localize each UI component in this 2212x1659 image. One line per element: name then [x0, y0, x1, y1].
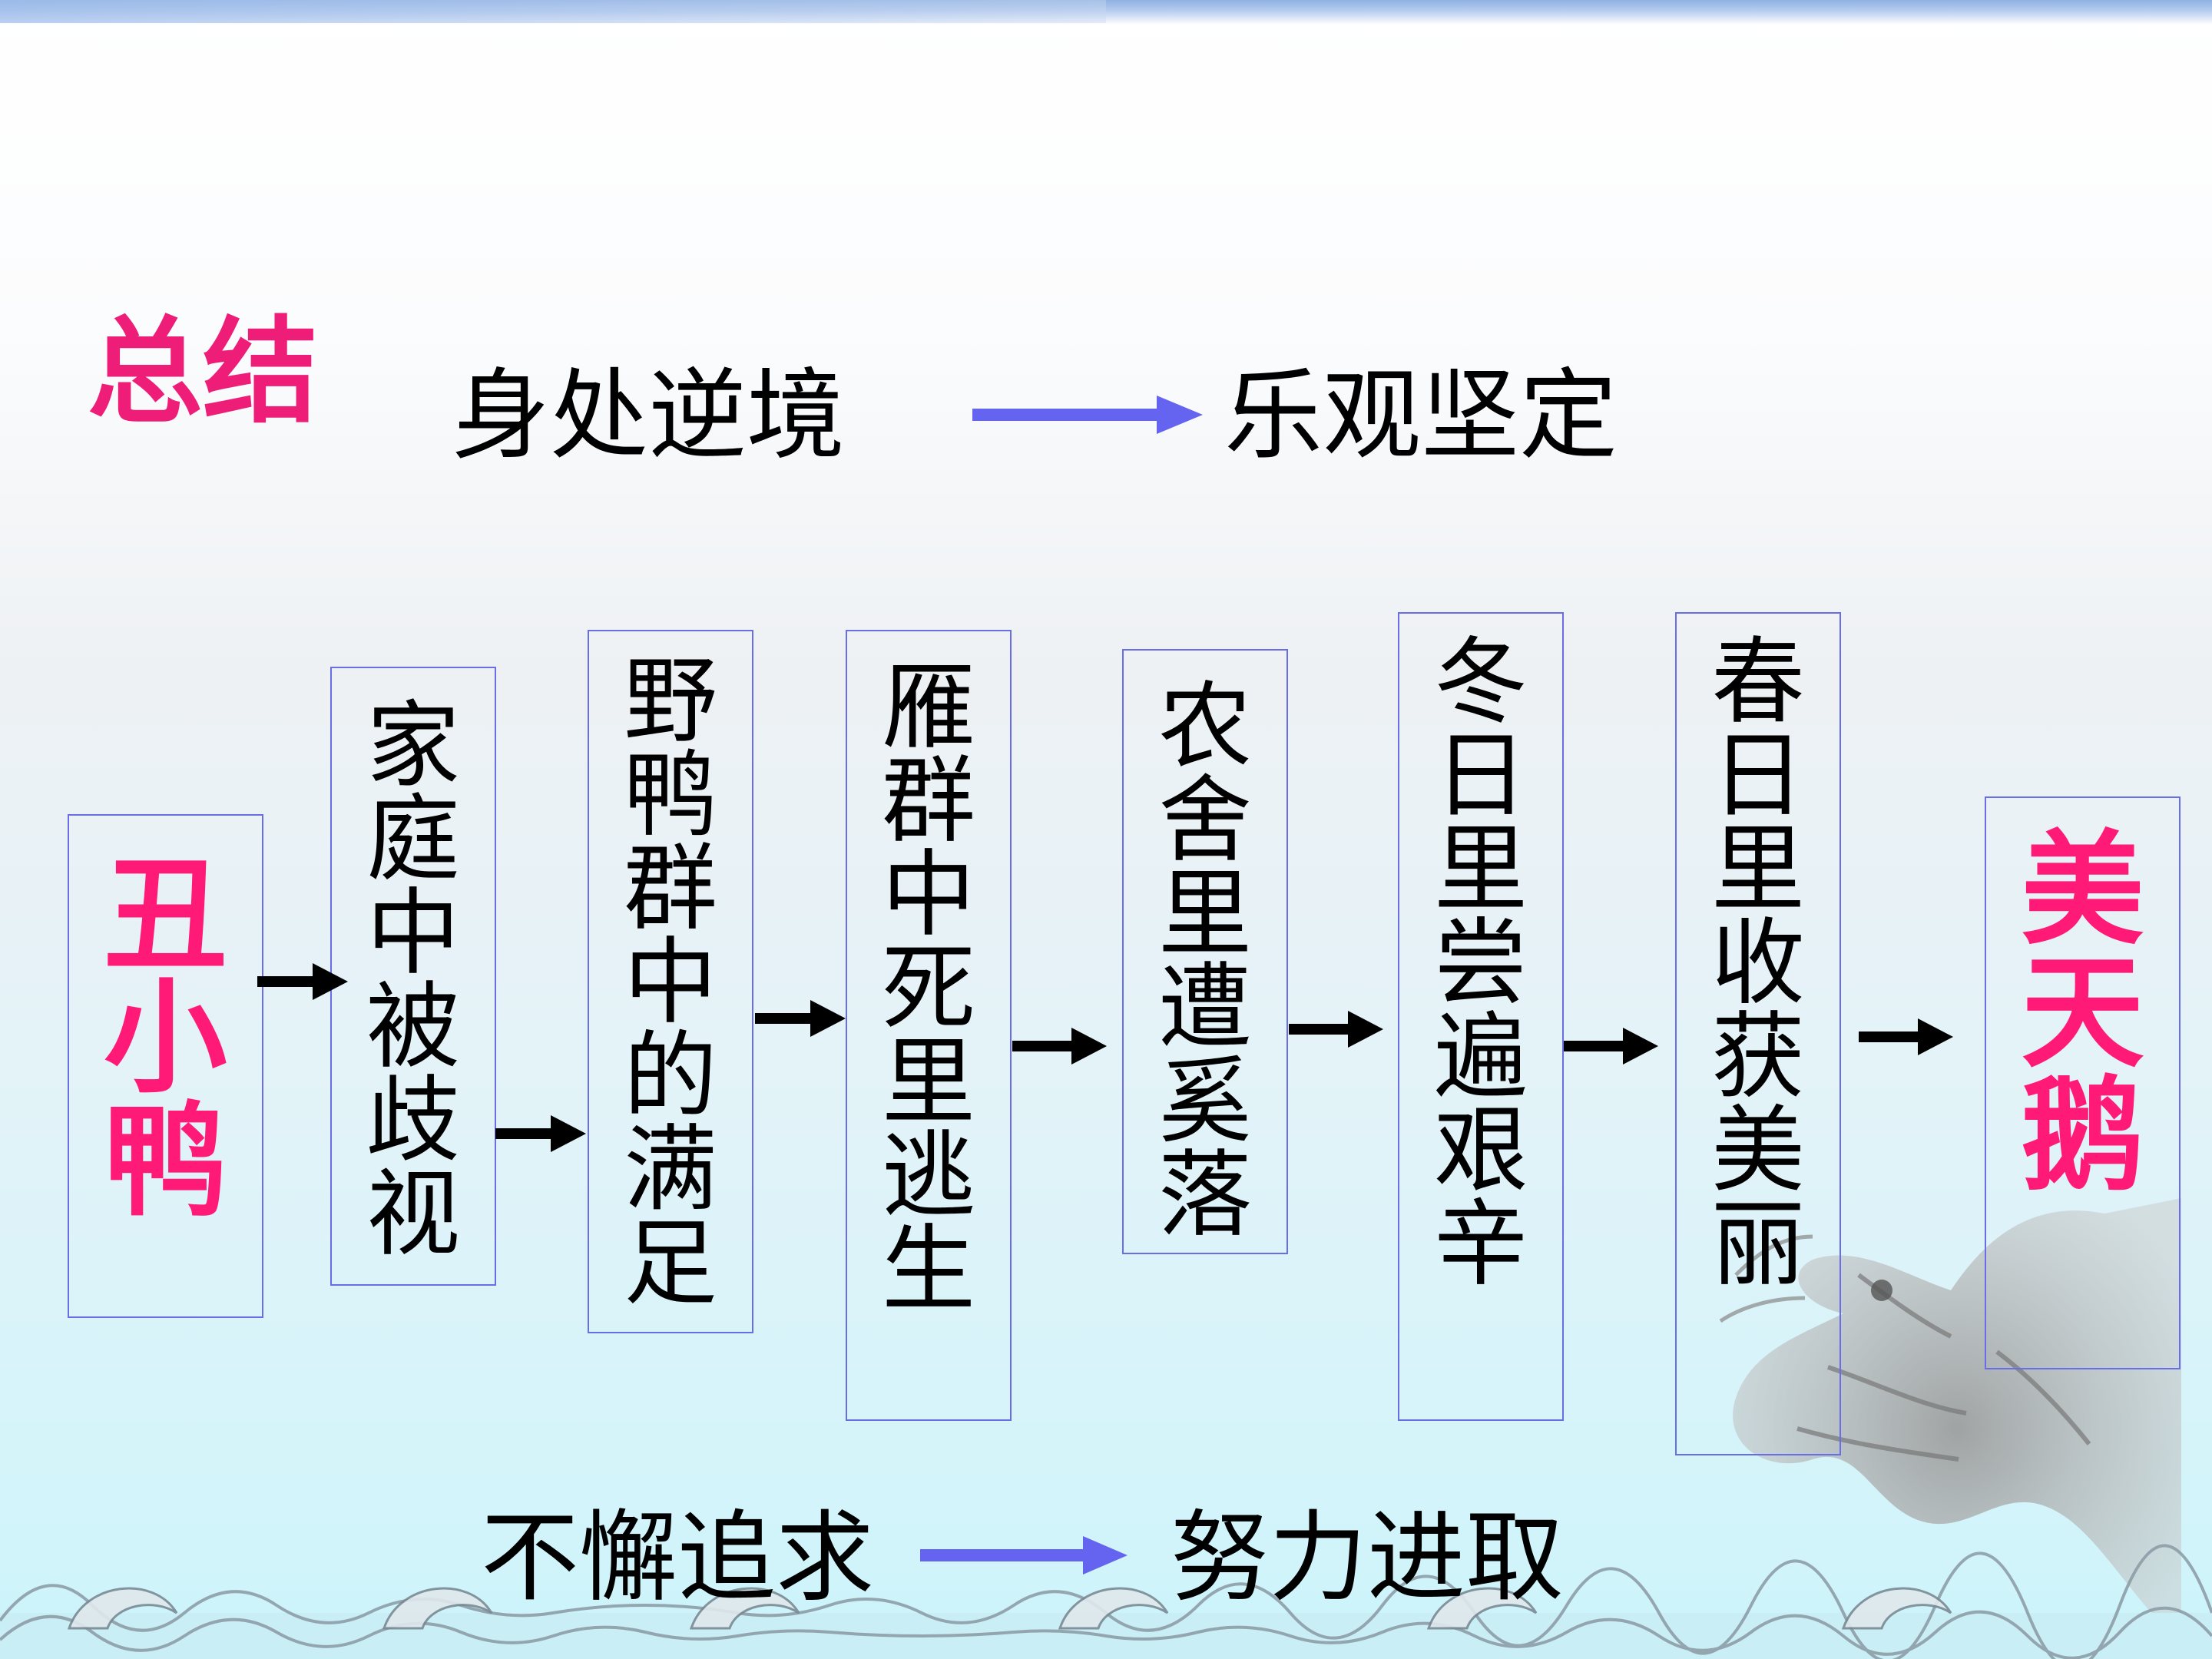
flow-arrow-1 [257, 963, 348, 1000]
flow-arrow-3 [755, 1000, 846, 1037]
flow-arrow-5 [1289, 1011, 1383, 1048]
stage-box-family: 家庭中被歧视 [330, 667, 496, 1286]
stage-box-ugly-duckling: 丑小鸭 [68, 814, 263, 1318]
flow-arrow-6 [1564, 1028, 1658, 1065]
stage-text-wild-geese: 雁群中死里逃生 [882, 653, 975, 1324]
stage-text-wild-ducks: 野鸭群中的满足 [624, 647, 717, 1318]
bottom-blue-arrow [920, 1536, 1128, 1575]
flow-arrow-2 [495, 1115, 586, 1152]
top-blue-arrow [972, 396, 1203, 434]
stage-text-family: 家庭中被歧视 [366, 691, 460, 1269]
stage-text-spring: 春日里收获美丽 [1711, 628, 1805, 1299]
stage-text-ugly-duckling: 丑小鸭 [104, 843, 227, 1233]
stage-text-winter: 冬日里尝遍艰辛 [1434, 628, 1528, 1299]
flow-arrow-7 [1859, 1018, 1953, 1055]
top-decor-bar-highlight [0, 0, 1106, 23]
stage-box-winter: 冬日里尝遍艰辛 [1398, 612, 1564, 1421]
stage-text-swan: 美天鹅 [2021, 818, 2144, 1207]
stage-box-spring: 春日里收获美丽 [1675, 612, 1841, 1455]
top-left-phrase: 身处逆境 [452, 359, 846, 473]
stage-box-farmhouse: 农舍里遭奚落 [1122, 649, 1288, 1254]
flow-arrow-4 [1012, 1028, 1107, 1065]
dragon-decoration [1719, 1198, 2181, 1659]
stage-box-wild-geese: 雁群中死里逃生 [846, 630, 1012, 1421]
stage-box-wild-ducks: 野鸭群中的满足 [588, 630, 753, 1333]
stage-box-swan: 美天鹅 [1985, 796, 2181, 1369]
top-right-phrase: 乐观坚定 [1224, 359, 1618, 473]
summary-title: 总结 [88, 306, 319, 439]
bottom-right-phrase: 努力进取 [1171, 1501, 1565, 1615]
stage-text-farmhouse: 农舍里遭奚落 [1158, 672, 1252, 1250]
waves-decoration [0, 1544, 2212, 1659]
bottom-left-phrase: 不懈追求 [481, 1501, 875, 1615]
